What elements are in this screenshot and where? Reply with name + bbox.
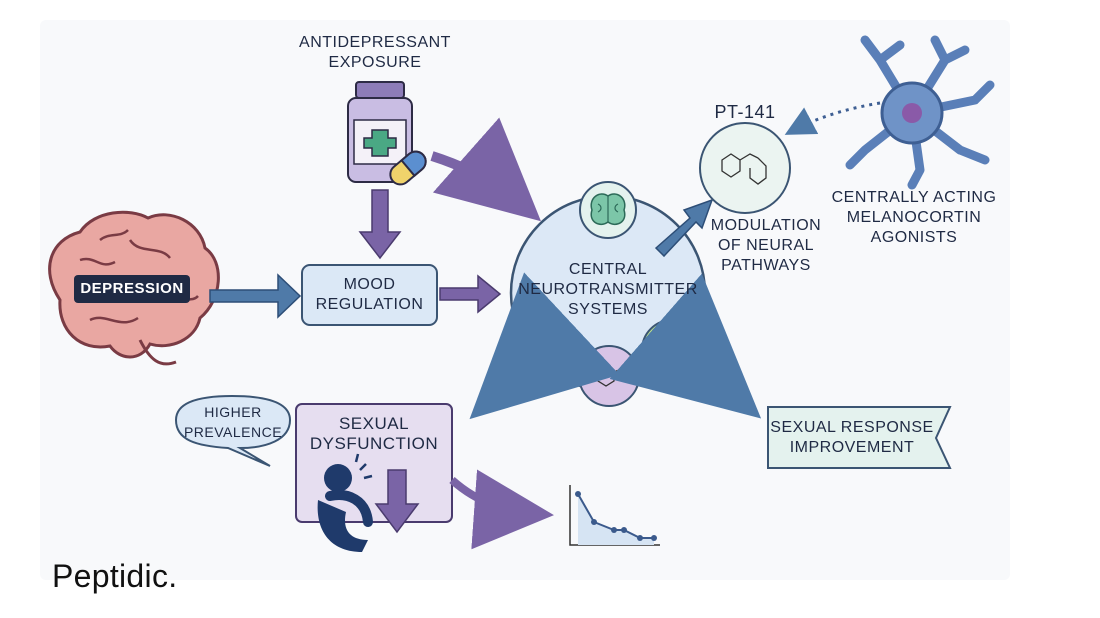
antidepressant-exposure-label: ANTIDEPRESSANT EXPOSURE bbox=[299, 34, 451, 71]
arrow-hub-to-pt141 bbox=[654, 198, 714, 258]
pt141-circle bbox=[699, 122, 791, 214]
brand-logo-text: Peptidic. bbox=[52, 558, 178, 594]
medicine-bottle-icon bbox=[347, 81, 413, 183]
pt141-structure-icon bbox=[721, 153, 767, 185]
arrow-mood-to-hub bbox=[439, 274, 502, 314]
distressed-person-icon bbox=[317, 453, 373, 552]
arrow-dysfunction-down bbox=[374, 469, 420, 534]
capsule-icon bbox=[389, 150, 427, 186]
arrow-exposure-to-mood bbox=[358, 189, 402, 260]
mood-regulation-label: MOOD REGULATION bbox=[315, 276, 424, 313]
depression-tag-bg bbox=[74, 275, 190, 303]
hub-brain-icon bbox=[579, 181, 637, 239]
arrow-hub-to-response bbox=[609, 273, 762, 419]
arrow-exposure-to-hub bbox=[430, 117, 541, 222]
sexual-response-banner-bg bbox=[767, 406, 952, 469]
arrow-depression-to-mood bbox=[209, 273, 302, 319]
agonists-label: CENTRALLY ACTING MELANOCORTIN AGONISTS bbox=[831, 189, 997, 246]
dotted-arrow-agonist bbox=[784, 101, 881, 135]
central-neurotransmitter-label: CENTRAL NEUROTRANSMITTER SYSTEMS bbox=[518, 261, 698, 318]
modulation-label: MODULATION OF NEURAL PATHWAYS bbox=[710, 217, 822, 274]
molecule-center-icon bbox=[578, 345, 640, 407]
decline-graph-icon bbox=[569, 485, 660, 546]
depression-label: DEPRESSION bbox=[80, 280, 184, 297]
sexual-dysfunction-label: SEXUAL DYSFUNCTION bbox=[309, 414, 439, 453]
pt141-label: PT-141 bbox=[714, 102, 776, 122]
arrow-hub-to-dysfunction bbox=[469, 272, 620, 420]
molecule-dopamine-icon bbox=[641, 319, 703, 381]
mood-box-bg bbox=[301, 264, 438, 326]
arrow-dysfunction-to-graph bbox=[449, 469, 554, 550]
molecule-serotonin-icon bbox=[510, 317, 572, 379]
higher-prevalence-label: HIGHER PREVALENCE bbox=[183, 404, 283, 440]
higher-prevalence-bubble bbox=[174, 394, 292, 467]
sexual-response-label: SEXUAL RESPONSE IMPROVEMENT bbox=[770, 418, 934, 456]
